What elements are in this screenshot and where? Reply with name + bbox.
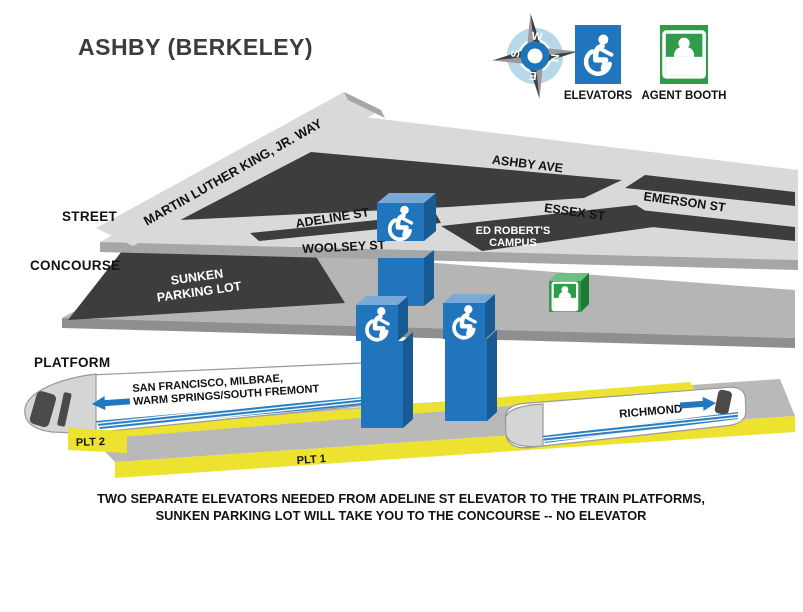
elevator-cube-street [377, 193, 436, 241]
elevator-shaft-platform-2 [445, 330, 497, 421]
train-right-destination: RICHMOND [619, 403, 683, 420]
mlk-way-street [96, 92, 381, 246]
agent-booth-legend-badge: AGENT BOOTH [642, 25, 727, 102]
agent-booth-legend-label: AGENT BOOTH [642, 90, 727, 102]
agent-booth-cube [549, 273, 589, 312]
platform-2-label: PLT 2 [76, 436, 106, 449]
page-title: ASHBY (BERKELEY) [78, 34, 313, 60]
train-left-stripe [96, 393, 408, 429]
elevator-shaft-street [378, 250, 434, 306]
train-left-door [57, 392, 72, 427]
street-level: MARTIN LUTHER KING, JR. WAY ASHBY AVE EM… [96, 92, 798, 270]
train-right-windshield [714, 389, 732, 415]
legend: ELEVATORS AGENT BOOTH [564, 25, 727, 102]
train-right-tail [504, 403, 544, 448]
platform-1-label: PLT 1 [296, 453, 326, 467]
elevator-shaft-platform-1 [361, 332, 413, 428]
woolsey-st-label: WOOLSEY ST [302, 238, 386, 256]
train-direction-arrow-right-icon [679, 396, 716, 411]
ed-roberts-campus-label-line2: CAMPUS [489, 237, 537, 249]
train-right: RICHMOND [504, 386, 747, 449]
compass-west: W [531, 31, 543, 44]
train-right-stripe [542, 412, 738, 443]
street-level-label: STREET [62, 209, 118, 224]
sunken-parking-lot [68, 247, 345, 320]
platform-2-tag: PLT 2 [68, 428, 127, 453]
elevator-cube-concourse-2 [443, 294, 495, 339]
concourse-slab-edge [62, 318, 795, 348]
compass-north: N [547, 53, 560, 63]
caption-line2: SUNKEN PARKING LOT WILL TAKE YOU TO THE … [156, 508, 647, 523]
mlk-way-street-edge [344, 92, 385, 118]
elevator-cube-concourse-1 [356, 296, 408, 341]
street-slab-edge [100, 242, 798, 270]
train-direction-arrow-left-icon [92, 396, 131, 411]
platform-level-label: PLATFORM [34, 355, 110, 370]
ed-roberts-campus-block [441, 205, 668, 251]
train-left-windshield [29, 391, 57, 428]
city-block [180, 152, 622, 220]
compass-east: E [528, 68, 537, 81]
train-left: SAN FRANCISCO, MILBRAE, WARM SPRINGS/SOU… [24, 360, 409, 435]
elevator-legend-badge: ELEVATORS [564, 25, 633, 102]
city-block [625, 175, 795, 206]
compass-south: S [510, 49, 523, 58]
ed-roberts-campus-label-line1: ED ROBERT'S [476, 225, 551, 237]
compass-rose-icon: W N E S [491, 12, 579, 100]
elevators-legend-label: ELEVATORS [564, 90, 633, 102]
caption-line1: TWO SEPARATE ELEVATORS NEEDED FROM ADELI… [97, 491, 705, 506]
concourse-level-label: CONCOURSE [30, 258, 120, 273]
